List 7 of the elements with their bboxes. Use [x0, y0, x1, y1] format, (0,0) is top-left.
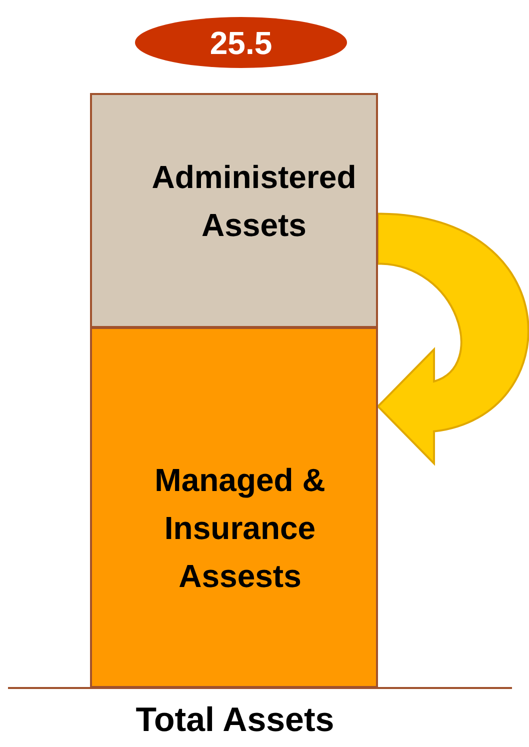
axis-label: Total Assets — [134, 700, 336, 741]
segment-label: Managed & Insurance Assests — [154, 460, 326, 596]
stacked-segment — [90, 93, 378, 328]
curved-arrow — [377, 212, 529, 464]
value-label: 25.5 — [210, 24, 272, 62]
segment-label: Administered Assets — [150, 158, 358, 244]
stacked-segment — [90, 327, 378, 688]
